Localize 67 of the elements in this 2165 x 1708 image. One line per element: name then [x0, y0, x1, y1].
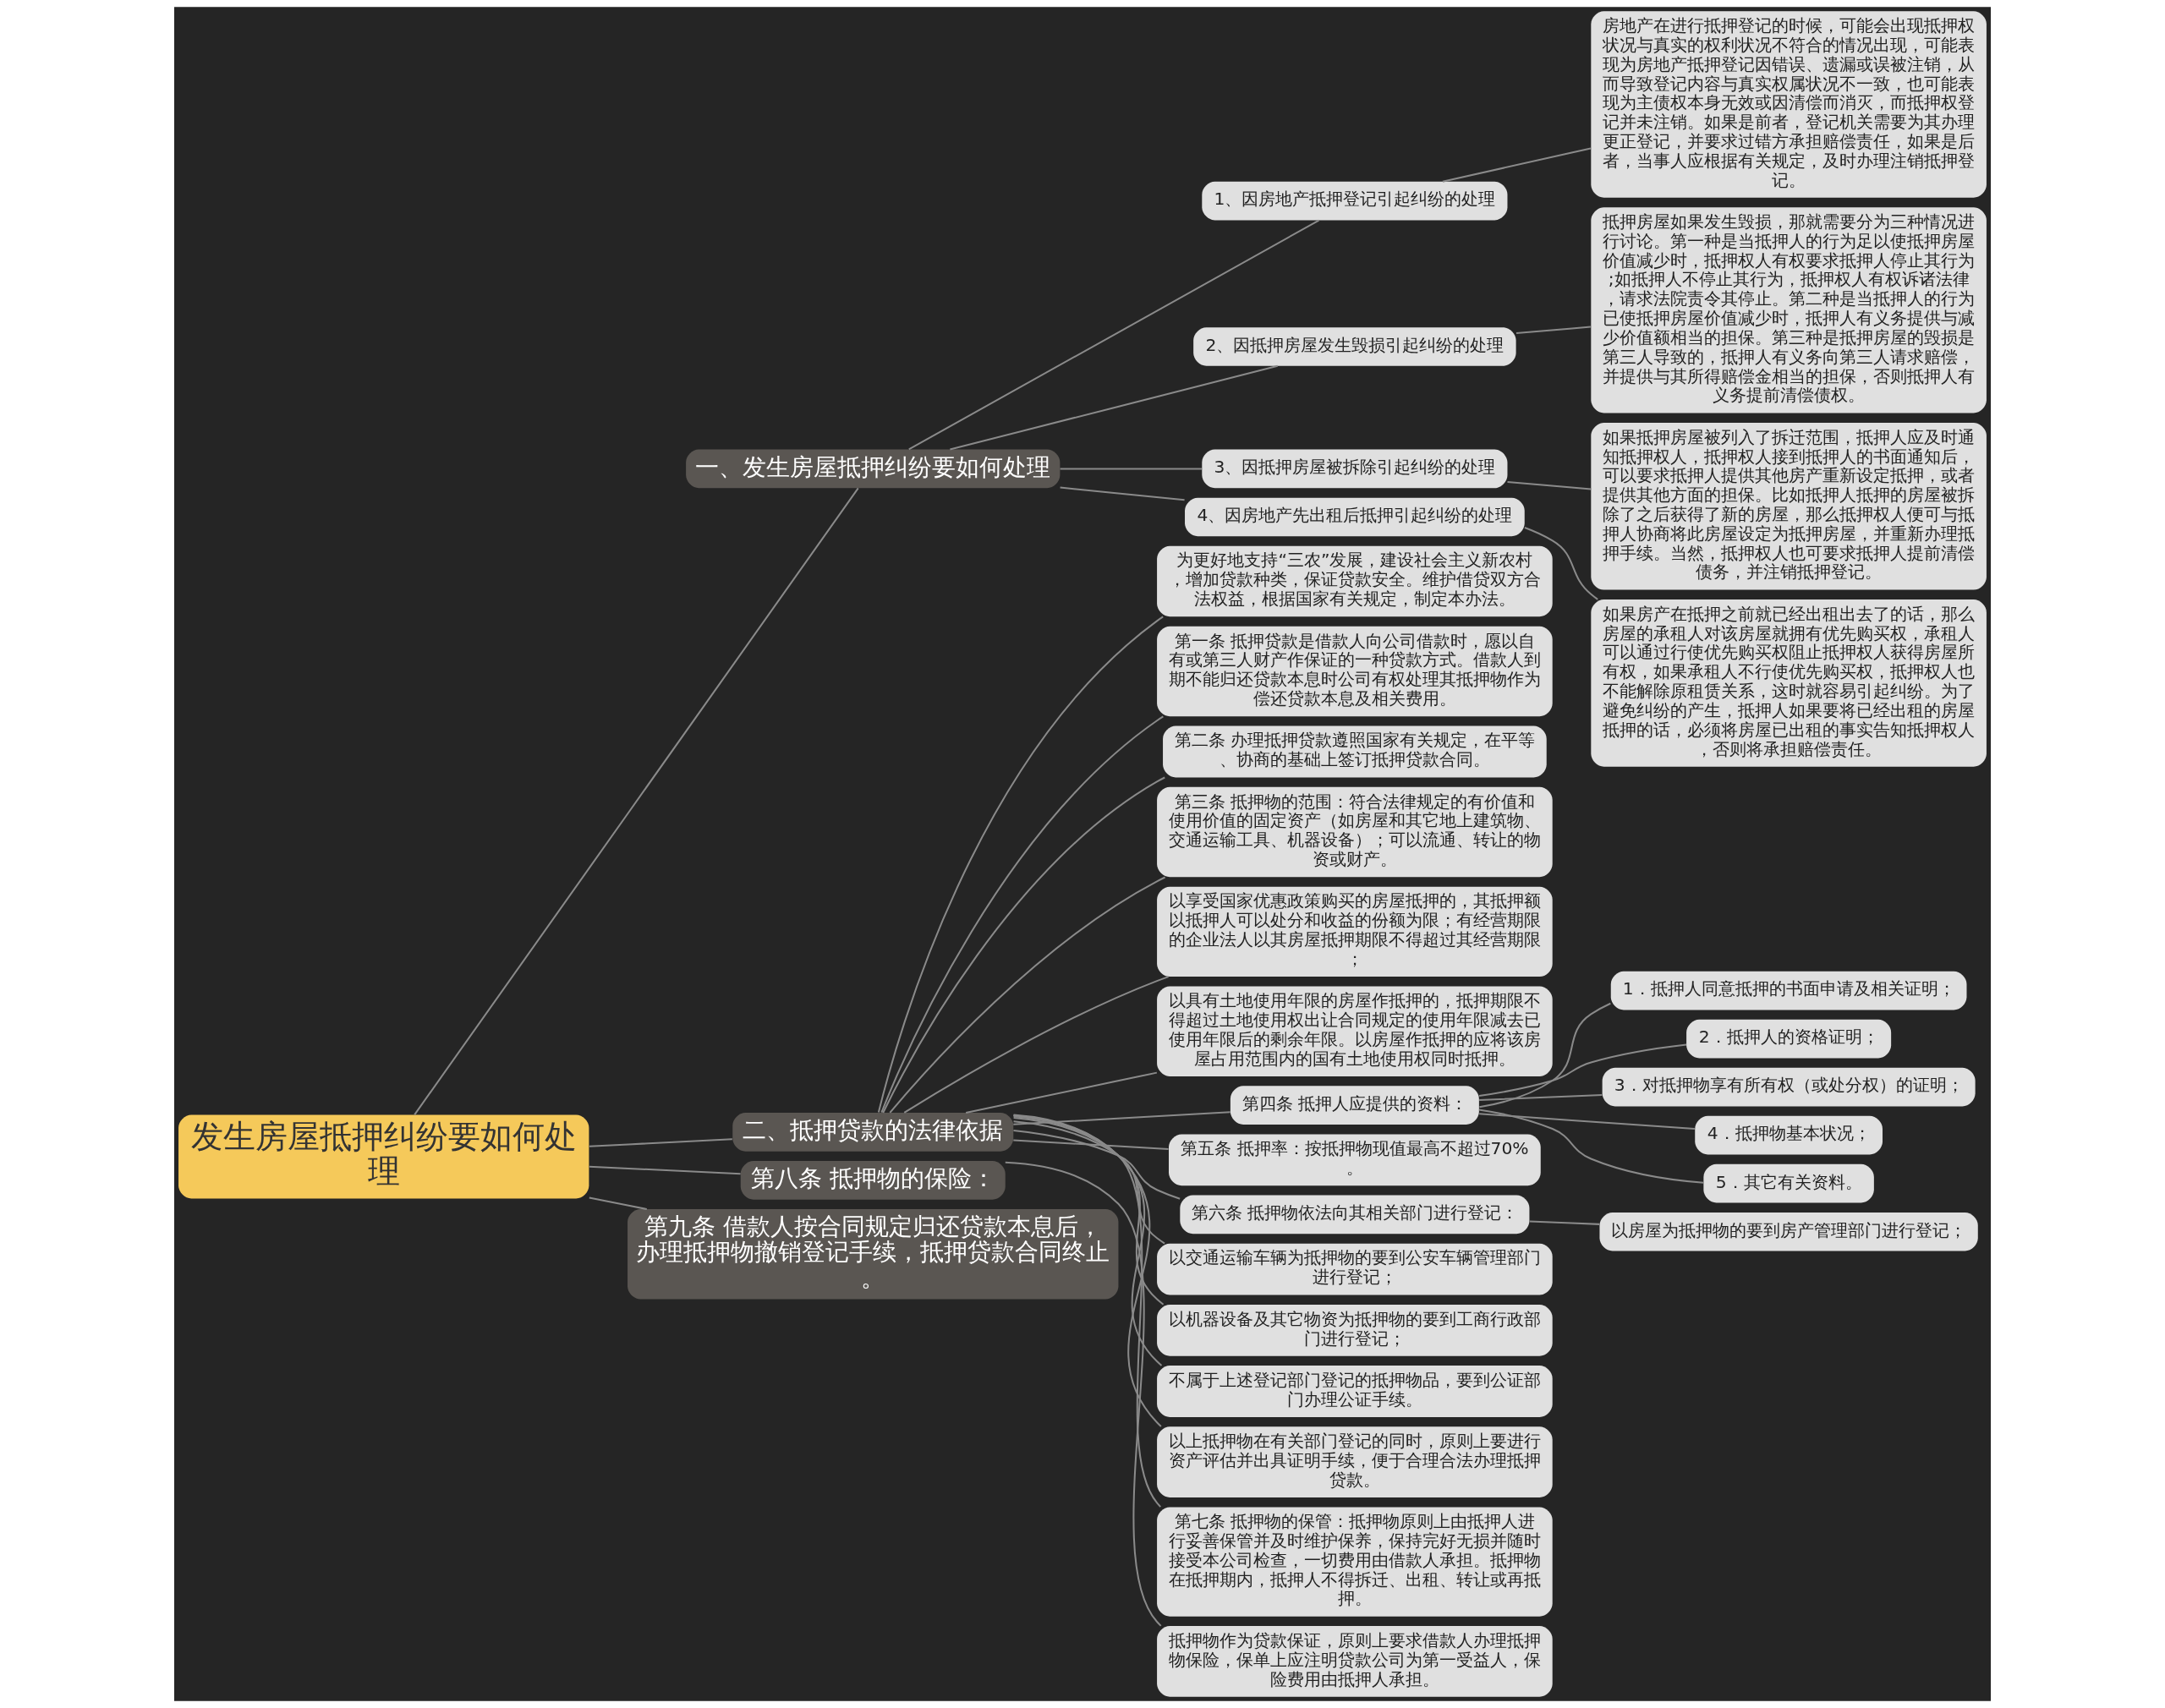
node-box: 3、因抵押房屋被拆除引起纠纷的处理: [1202, 449, 1508, 489]
node-box: 发生房屋抵押纠纷要如何处理: [178, 1114, 589, 1199]
connector: [1013, 1111, 1230, 1125]
connector: [589, 1138, 732, 1147]
node-box: 2．抵押人的资格证明；: [1686, 1019, 1892, 1059]
connector: [1507, 481, 1592, 490]
connector: [1478, 1043, 1687, 1098]
node-box: 第八条 抵押物的保险：: [740, 1161, 1006, 1200]
node-box: 房地产在进行抵押登记的时候，可能会出现抵押权状况与真实的权利状况不符合的情况出现，可能表现为房地产抵押登记因错误、遗漏或误被注销，从而导致登记内容与真实权属状况不一致，也可能表现为主债权本身无效或因清偿而消灭，而抵押权登记并未注销。如果是前者，登记机关需要为其办理更正登记，并要求过错方承担赔偿责任，如果是后者，当事人应根据有关规定，及时办理注销抵押登记。: [1591, 11, 1987, 198]
connector: [1060, 468, 1202, 470]
connector: [877, 616, 1164, 1113]
node-box: 以上抵押物在有关部门登记的同时，原则上要进行资产评估并出具证明手续，便于合理合法办理抵押贷款。: [1157, 1426, 1553, 1497]
node-box: 第九条 借款人按合同规定归还贷款本息后，办理抵押物撤销登记手续，抵押贷款合同终止。: [628, 1209, 1119, 1300]
connector: [1013, 1115, 1163, 1366]
node-box: 1．抵押人同意抵押的书面申请及相关证明；: [1610, 971, 1967, 1010]
node-box: 第四条 抵押人应提供的资料：: [1230, 1086, 1479, 1125]
node-box: 为更好地支持“三农”发展，建设社会主义新农村，增加贷款种类，保证贷款安全。维护借贷双方合法权益，根据国家有关规定，制定本办法。: [1157, 545, 1553, 617]
node-box: 以房屋为抵押物的要到房产管理部门进行登记；: [1599, 1212, 1978, 1251]
node-box: 3．对抵押物享有所有权（或处分权）的证明；: [1602, 1067, 1976, 1107]
node-box: 第一条 抵押贷款是借款人向公司借款时，愿以自有或第三人财产作保证的一种贷款方式。借款人到期不能归还贷款本息时公司有权处理其抵押物作为偿还贷款本息及相关费用。: [1157, 626, 1553, 717]
connector: [1013, 1120, 1165, 1245]
connector: [1442, 147, 1592, 183]
connector: [1060, 486, 1185, 501]
connector: [1529, 1220, 1600, 1225]
node-box: 抵押物作为贷款保证，原则上要求借款人办理抵押物保险，保单上应注明贷款公司为第一受益人，保险费用由抵押人承担。: [1157, 1626, 1553, 1697]
node-box: 2、因抵押房屋发生毁损引起纠纷的处理: [1193, 327, 1516, 366]
connector: [882, 776, 1165, 1114]
connector: [1013, 1114, 1162, 1427]
connector: [889, 876, 1166, 1114]
connector: [1013, 1129, 1181, 1200]
node-box: 4．抵押物基本状况；: [1695, 1115, 1883, 1155]
connector: [965, 1071, 1158, 1114]
node-box: 第七条 抵押物的保管：抵押物原则上由抵押人进行妥善保管并及时维护保养，保持完好无损并随时接受本公司检查，一切费用由借款人承担。抵押物在抵押期内，抵押人不得拆迁、出租、转让或再抵押。: [1157, 1507, 1553, 1617]
connector: [950, 364, 1278, 451]
node-box: 第三条 抵押物的范围：符合法律规定的有价值和使用价值的固定资产（如房屋和其它地上建筑物、交通运输工具、机器设备）；可以流通、转让的物资或财产。: [1157, 786, 1553, 878]
node-box: 第五条 抵押率：按抵押物现值最高不超过70%。: [1169, 1134, 1541, 1186]
node-box: 第二条 办理抵押贷款遵照国家有关规定，在平等、协商的基础上签订抵押贷款合同。: [1163, 725, 1547, 778]
node-box: 以享受国家优惠政策购买的房屋抵押的，其抵押额以抵押人可以处分和收益的份额为限；有经营期限的企业法人以其房屋抵押期限不得超过其经营期限；: [1157, 886, 1553, 977]
node-box: 如果房产在抵押之前就已经出租出去了的话，那么房屋的承租人对该房屋就拥有优先购买权，承租人可以通过行使优先购买权阻止抵押权人获得房屋所有权，如果承租人不行使优先购买权，抵押权人也不能解除原租赁关系，这时就容易引起纠纷。为了避免纠纷的产生，抵押人如果要将已经出租的房屋抵押的话，必须将房屋已出租的事实告知抵押权人，否则将承担赔偿责任。: [1591, 599, 1987, 767]
connector: [589, 1165, 741, 1175]
node-box: 以交通运输车辆为抵押物的要到公安车辆管理部门进行登记；: [1157, 1243, 1553, 1295]
node-box: 以机器设备及其它物资为抵押物的要到工商行政部门进行登记；: [1157, 1304, 1553, 1356]
node-box: 5．其它有关资料。: [1703, 1163, 1874, 1203]
connector: [1479, 1093, 1603, 1102]
node-box: 1、因房地产抵押登记引起纠纷的处理: [1202, 181, 1508, 221]
node-box: 不属于上述登记部门登记的抵押物品，要到公证部门办理公证手续。: [1157, 1366, 1553, 1417]
connector: [1013, 1114, 1161, 1508]
connector: [414, 487, 859, 1115]
node-box: 第六条 抵押物依法向其相关部门进行登记：: [1180, 1195, 1530, 1234]
node-box: 如果抵押房屋被列入了拆迁范围，抵押人应及时通知抵押权人，抵押权人接到抵押人的书面通知后，可以要求抵押人提供其他房产重新设定抵押，或者提供其他方面的担保。比如抵押人抵押的房屋被拆除了之后获得了新的房屋，那么抵押权人便可与抵押人协商将此房屋设定为抵押房屋，并重新办理抵押手续。当然，抵押权人也可要求抵押人提前清偿债务，并注销抵押登记。: [1591, 422, 1987, 590]
connector: [1005, 1161, 1162, 1627]
connector: [1479, 1113, 1695, 1130]
connector: [589, 1196, 647, 1210]
connector: [1516, 326, 1591, 334]
node-box: 抵押房屋如果发生毁损，那就需要分为三种情况进行讨论。第一种是当抵押人的行为足以使抵押房屋价值减少时，抵押权人有权要求抵押人停止其行为;如抵押人不停止其行为，抵押权人有权诉诸法律，请求法院责令其停止。第二种是当抵押人的行为已使抵押房屋价值减少时，抵押人有义务提供与减少价值额相当的担保。第三种是抵押房屋的毁损是第三人导致的，抵押人有义务向第三人请求赔偿，并提供与其所得赔偿金相当的担保，否则抵押人有义务提前清偿债权。: [1591, 207, 1987, 413]
connector: [1479, 1002, 1611, 1109]
connector: [1013, 1117, 1165, 1306]
node-box: 以具有土地使用年限的房屋作抵押的，抵押期限不得超过土地使用权出让合同规定的使用年限减去已使用年限后的剩余年限。以房屋作抵押的应将该房屋占用范围内的国有土地使用权同时抵押。: [1157, 986, 1553, 1076]
node-box: 一、发生房屋抵押纠纷要如何处理: [686, 449, 1061, 489]
connector: [1478, 1109, 1704, 1184]
connector: [880, 715, 1164, 1114]
connector: [908, 219, 1320, 451]
connector: [1524, 527, 1598, 600]
connector: [903, 976, 1169, 1114]
node-box: 4、因房地产先出租后抵押引起纠纷的处理: [1185, 497, 1525, 537]
connector: [1013, 1139, 1169, 1151]
node-box: 二、抵押贷款的法律依据: [732, 1113, 1014, 1152]
